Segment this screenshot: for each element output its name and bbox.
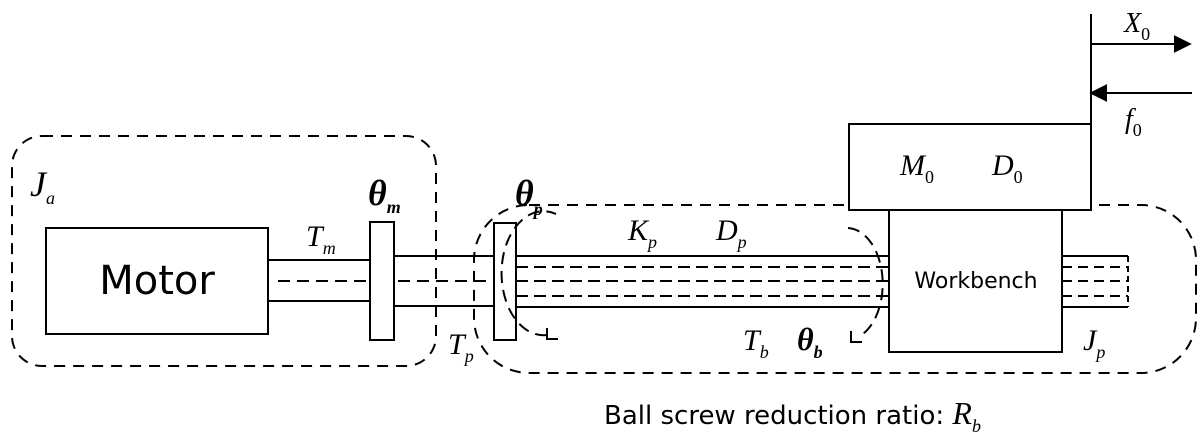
label-D0: D0 bbox=[991, 149, 1023, 187]
motor-label: Motor bbox=[99, 258, 215, 304]
theta-b-arrowhead bbox=[850, 331, 862, 343]
label-Kp: Kp bbox=[627, 214, 657, 252]
load-mass-block bbox=[848, 123, 1092, 211]
screw-flange bbox=[493, 222, 517, 341]
label-Ja: Ja bbox=[30, 164, 55, 208]
label-f0: f0 bbox=[1125, 104, 1142, 140]
label-Tp: Tp bbox=[448, 328, 474, 366]
theta-p-arrowhead bbox=[546, 328, 558, 340]
label-X0: X0 bbox=[1123, 8, 1150, 44]
label-theta-b: θb bbox=[797, 321, 823, 362]
theta-p-rotation-arc bbox=[500, 210, 557, 337]
label-Jp: Jp bbox=[1083, 324, 1105, 362]
screw-group-boundary bbox=[473, 204, 1197, 374]
workbench-block bbox=[888, 209, 1063, 353]
motor-group-boundary bbox=[11, 135, 437, 367]
motor-block bbox=[45, 227, 269, 335]
label-Tb: Tb bbox=[743, 324, 769, 362]
label-M0: M0 bbox=[899, 149, 934, 187]
theta-b-rotation-arc bbox=[847, 227, 884, 337]
label-Dp: Dp bbox=[715, 214, 747, 252]
label-theta-p: θp bbox=[515, 173, 543, 219]
workbench-label: Workbench bbox=[914, 269, 1037, 294]
label-theta-m: θm bbox=[368, 173, 401, 217]
motor-flange bbox=[369, 221, 395, 341]
label-Tm: Tm bbox=[306, 220, 336, 258]
caption: Ball screw reduction ratio: Rb bbox=[604, 395, 981, 436]
